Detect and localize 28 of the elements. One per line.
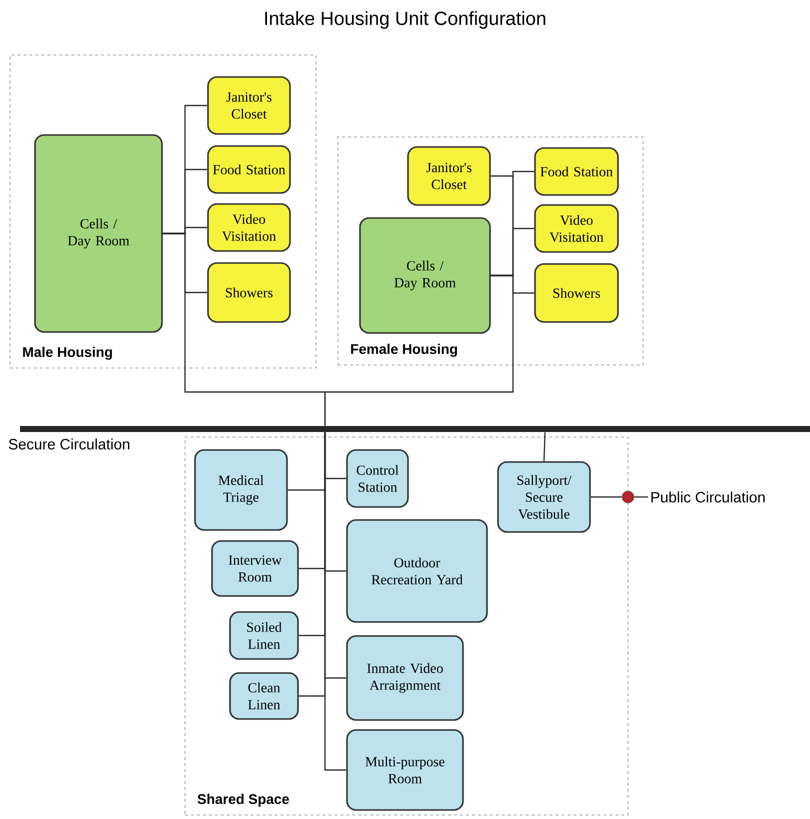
room-box: Inmate Video Arraignment xyxy=(346,635,464,721)
room-box: Food Station xyxy=(534,147,619,196)
room-box: Showers xyxy=(534,263,619,323)
room-box: Janitor's Closet xyxy=(207,76,291,135)
room-box: Cells / Day Room xyxy=(34,134,163,333)
room-box: Showers xyxy=(207,262,291,323)
connector-line xyxy=(590,496,622,498)
room-box: Food Station xyxy=(207,145,291,194)
area-label: Public Circulation xyxy=(651,492,765,502)
room-box: Sallyport/ Secure Vestibule xyxy=(497,461,591,533)
room-box: Cells / Day Room xyxy=(359,217,491,334)
connector-line xyxy=(634,496,648,498)
room-box: Medical Triage xyxy=(194,449,288,531)
node-label: Secure Circulation xyxy=(8,438,130,450)
connector-line xyxy=(324,432,346,771)
connector-line xyxy=(543,432,546,462)
connector-line xyxy=(324,274,514,426)
room-box: Interview Room xyxy=(211,540,299,597)
diagram-title: Intake Housing Unit Configuration xyxy=(265,11,546,29)
junction-dot xyxy=(622,490,634,504)
room-box: Control Station xyxy=(346,449,409,508)
room-box: Outdoor Recreation Yard xyxy=(346,519,488,623)
room-box: Video Visitation xyxy=(207,203,291,252)
room-box: Janitor's Closet xyxy=(407,146,491,206)
room-box: Video Visitation xyxy=(534,204,619,253)
room-box: Multi-purpose Room xyxy=(346,729,464,811)
room-box: Clean Linen xyxy=(229,672,299,720)
room-box: Soiled Linen xyxy=(229,611,299,660)
